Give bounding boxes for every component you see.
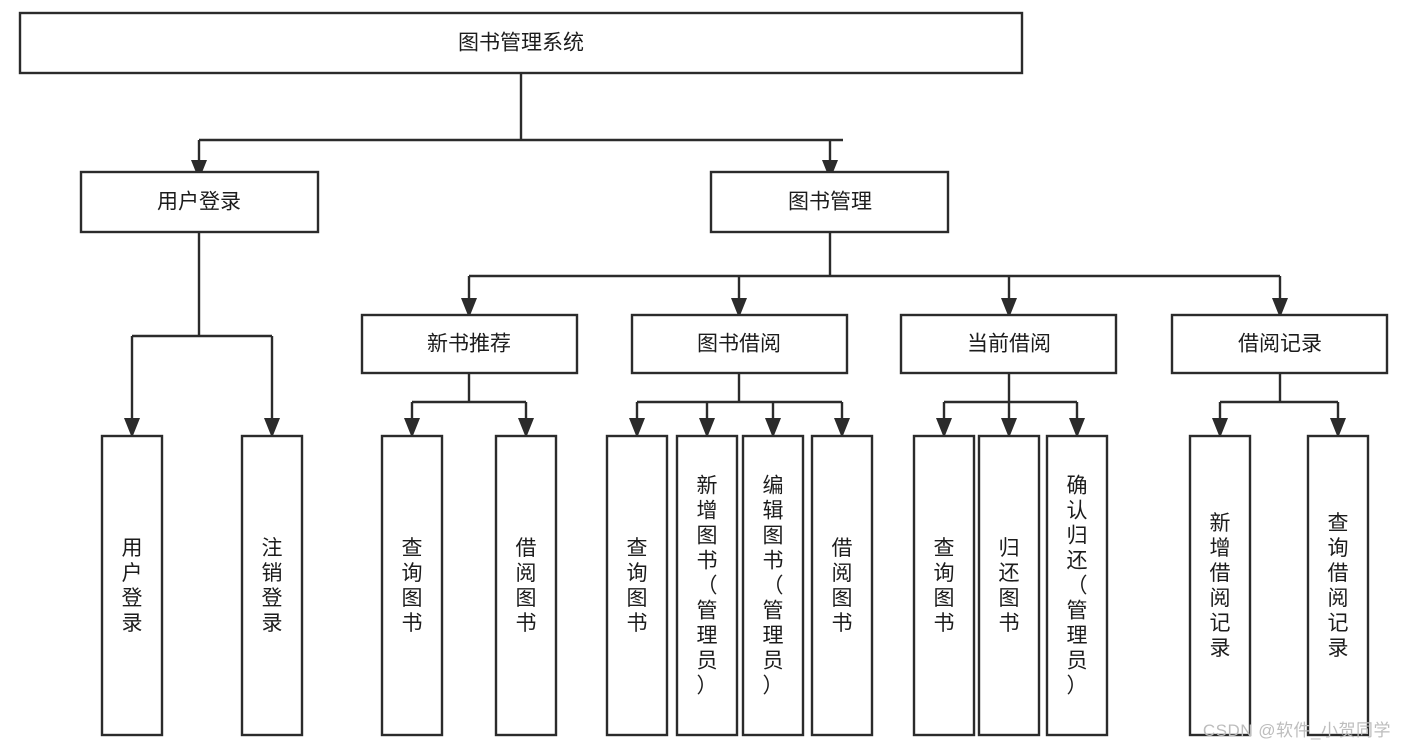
node-leaf-return-book-box[interactable] xyxy=(977,434,1041,737)
node-borrow-record-label: 借阅记录 xyxy=(1238,333,1322,356)
arrow-to-current-borrow xyxy=(1001,298,1017,318)
node-user-login[interactable]: 用户登录 xyxy=(79,170,320,234)
arrow-head-layer xyxy=(124,160,1346,438)
arrow-to-leaf-user-login xyxy=(124,418,140,438)
node-leaf-query-book-1[interactable]: 查询图书 xyxy=(380,434,444,737)
node-root-label: 图书管理系统 xyxy=(458,32,584,55)
arrow-to-user-login xyxy=(191,160,207,180)
arrow-to-leaf-add-record xyxy=(1212,418,1228,438)
node-leaf-query-book-3[interactable]: 查询图书 xyxy=(912,434,976,737)
arrow-to-leaf-edit-book xyxy=(765,418,781,438)
node-leaf-edit-book-box[interactable] xyxy=(741,434,805,737)
node-current-borrow-label: 当前借阅 xyxy=(967,333,1051,356)
node-root-box[interactable] xyxy=(18,11,1024,75)
edge-user-login-trunk xyxy=(130,232,274,422)
node-new-book-recommend[interactable]: 新书推荐 xyxy=(360,313,579,375)
edge-book-borrow-trunk xyxy=(635,373,844,422)
node-new-book-recommend-box[interactable] xyxy=(360,313,579,375)
node-user-login-box[interactable] xyxy=(79,170,320,234)
arrow-to-leaf-logout-login xyxy=(264,418,280,438)
node-user-login-label: 用户登录 xyxy=(157,191,241,214)
node-leaf-return-book-label: 归还图书 xyxy=(999,537,1020,635)
node-leaf-query-record-box[interactable] xyxy=(1306,434,1370,737)
node-leaf-query-book-2-box[interactable] xyxy=(605,434,669,737)
node-leaf-query-book-2-label: 查询图书 xyxy=(627,537,648,635)
node-leaf-query-book-1-box[interactable] xyxy=(380,434,444,737)
node-leaf-confirm-return-label: 确认归还（管理员） xyxy=(1067,475,1088,698)
arrow-to-new-book-recommend xyxy=(461,298,477,318)
node-current-borrow[interactable]: 当前借阅 xyxy=(899,313,1118,375)
node-leaf-query-record[interactable]: 查询借阅记录 xyxy=(1306,434,1370,737)
edge-root-trunk xyxy=(197,73,843,160)
edge-borrow-record-trunk xyxy=(1218,373,1340,422)
node-borrow-record[interactable]: 借阅记录 xyxy=(1170,313,1389,375)
node-book-manage-label: 图书管理 xyxy=(788,191,872,214)
node-leaf-add-book[interactable]: 新增图书（管理员） xyxy=(675,434,739,737)
node-leaf-user-login-box[interactable] xyxy=(100,434,164,737)
node-leaf-logout-login[interactable]: 注销登录 xyxy=(240,434,304,737)
node-leaf-borrow-book-1[interactable]: 借阅图书 xyxy=(494,434,558,737)
node-leaf-borrow-book-1-label: 借阅图书 xyxy=(516,537,537,635)
node-leaf-borrow-book-1-box[interactable] xyxy=(494,434,558,737)
node-leaf-return-book[interactable]: 归还图书 xyxy=(977,434,1041,737)
leaf-node-layer: 用户登录 注销登录 查询图书 借阅图书 查询图书 新增图书（管理员） xyxy=(100,434,1370,737)
arrow-to-book-borrow xyxy=(731,298,747,318)
connector-layer xyxy=(130,73,1340,422)
arrow-to-leaf-query-record xyxy=(1330,418,1346,438)
arrow-to-leaf-return-book xyxy=(1001,418,1017,438)
csdn-watermark: CSDN @软件_小贺同学 xyxy=(1202,721,1391,740)
arrow-to-leaf-query-book-2 xyxy=(629,418,645,438)
arrow-to-leaf-query-book-3 xyxy=(936,418,952,438)
node-leaf-add-record[interactable]: 新增借阅记录 xyxy=(1188,434,1252,737)
node-leaf-add-book-label: 新增图书（管理员） xyxy=(697,475,718,698)
node-book-borrow-label: 图书借阅 xyxy=(697,333,781,356)
node-leaf-logout-login-box[interactable] xyxy=(240,434,304,737)
node-leaf-edit-book[interactable]: 编辑图书（管理员） xyxy=(741,434,805,737)
node-book-borrow[interactable]: 图书借阅 xyxy=(630,313,849,375)
node-new-book-recommend-label: 新书推荐 xyxy=(427,333,511,356)
node-leaf-borrow-book-2-label: 借阅图书 xyxy=(832,537,853,635)
node-leaf-query-book-1-label: 查询图书 xyxy=(402,537,423,635)
node-leaf-borrow-book-2[interactable]: 借阅图书 xyxy=(810,434,874,737)
node-leaf-confirm-return-box[interactable] xyxy=(1045,434,1109,737)
node-leaf-add-record-box[interactable] xyxy=(1188,434,1252,737)
node-root[interactable]: 图书管理系统 xyxy=(18,11,1024,75)
node-leaf-user-login[interactable]: 用户登录 xyxy=(100,434,164,737)
arrow-to-leaf-query-book-1 xyxy=(404,418,420,438)
arrow-to-borrow-record xyxy=(1272,298,1288,318)
node-book-manage[interactable]: 图书管理 xyxy=(709,170,950,234)
node-leaf-confirm-return[interactable]: 确认归还（管理员） xyxy=(1045,434,1109,737)
node-leaf-borrow-book-2-box[interactable] xyxy=(810,434,874,737)
node-book-borrow-box[interactable] xyxy=(630,313,849,375)
arrow-to-leaf-borrow-book-2 xyxy=(834,418,850,438)
node-leaf-query-book-3-label: 查询图书 xyxy=(934,537,955,635)
node-book-manage-box[interactable] xyxy=(709,170,950,234)
node-borrow-record-box[interactable] xyxy=(1170,313,1389,375)
arrow-to-leaf-add-book xyxy=(699,418,715,438)
node-leaf-query-book-3-box[interactable] xyxy=(912,434,976,737)
arrow-to-leaf-borrow-book-1 xyxy=(518,418,534,438)
node-leaf-edit-book-label: 编辑图书（管理员） xyxy=(763,475,784,698)
arrow-to-book-manage xyxy=(822,160,838,180)
node-leaf-query-record-label: 查询借阅记录 xyxy=(1328,512,1349,660)
node-leaf-user-login-label: 用户登录 xyxy=(122,537,143,635)
edge-book-manage-trunk xyxy=(467,232,1282,303)
node-current-borrow-box[interactable] xyxy=(899,313,1118,375)
node-leaf-add-book-box[interactable] xyxy=(675,434,739,737)
arrow-to-leaf-confirm-return xyxy=(1069,418,1085,438)
edge-new-book-recommend-trunk xyxy=(410,373,528,422)
node-leaf-add-record-label: 新增借阅记录 xyxy=(1210,512,1231,660)
edge-current-borrow-trunk xyxy=(942,373,1079,422)
node-leaf-logout-login-label: 注销登录 xyxy=(262,537,283,635)
node-leaf-query-book-2[interactable]: 查询图书 xyxy=(605,434,669,737)
